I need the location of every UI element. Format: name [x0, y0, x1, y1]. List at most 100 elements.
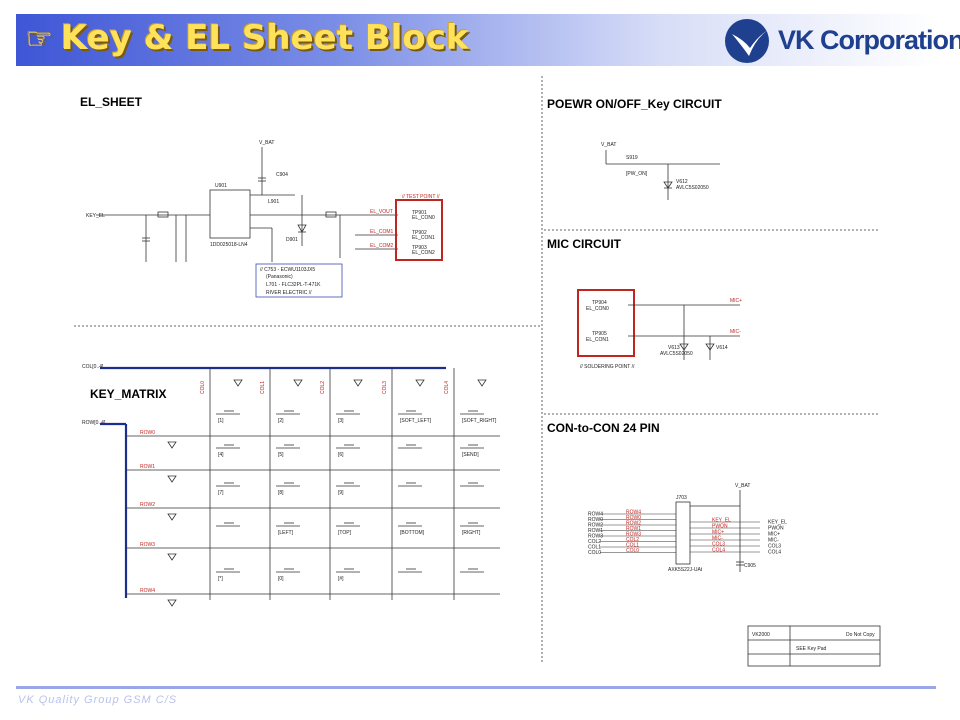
col-diode-icon: [353, 379, 363, 387]
col-diode-icon: [477, 379, 487, 387]
mic-minus-label: MIC-: [730, 329, 741, 335]
con-left-label: ROW0: [588, 517, 603, 523]
con-right-net: COL3: [712, 542, 725, 548]
mic-soldering-label: // SOLDERING POINT //: [580, 364, 635, 370]
key-label: [SOFT_RIGHT]: [462, 418, 497, 424]
el-note-line-3: L701 - FLC32PL-T-471K: [266, 282, 321, 288]
row-diode-icon: [167, 513, 177, 521]
row-label: ROW0: [140, 430, 155, 436]
key-label: [8]: [278, 490, 284, 496]
row-label: ROW1: [140, 464, 155, 470]
con-left-label: ROW3: [588, 534, 603, 540]
el-l901-label: L901: [268, 199, 279, 205]
con-left-net: ROW4: [626, 510, 641, 516]
power-circuit: [605, 150, 720, 200]
key-label: [SEND]: [462, 452, 479, 458]
con-left-net: ROW3: [626, 532, 641, 538]
con-right-label: COL3: [768, 544, 781, 550]
con-left-net: ROW1: [626, 526, 641, 532]
con-right-label: PWON: [768, 526, 784, 532]
con-vbat-label: V_BAT: [735, 483, 750, 489]
con-right-net: KEY_EL: [712, 518, 731, 524]
con-right-net: MIC+: [712, 530, 724, 536]
col-diode-icon: [293, 379, 303, 387]
con-right-net: PWON: [712, 524, 728, 530]
col-label: COL1: [260, 381, 266, 394]
col-label: COL2: [320, 381, 326, 394]
key-matrix-buses: [100, 366, 446, 598]
section-title-con: CON-to-CON 24 PIN: [547, 421, 660, 435]
key-label: [TOP]: [338, 530, 352, 536]
col-diode-icon: [415, 379, 425, 387]
el-vout-label: EL_VOUT: [370, 209, 393, 215]
key-label: [9]: [338, 490, 344, 496]
con-j703-label: J703: [676, 495, 687, 501]
row-bus-label: ROW[0..4]: [82, 420, 106, 426]
el-c904-label: C904: [276, 172, 288, 178]
el-tp902-label: TP902: [412, 230, 427, 236]
company-logo: VK Corporation: [722, 16, 960, 66]
el-test-point-label: // TEST POINT //: [402, 194, 440, 200]
el-tp903-label: TP903: [412, 245, 427, 251]
key-label: [1]: [218, 418, 224, 424]
el-com2-label: EL_COM2: [370, 243, 394, 249]
row-label: ROW3: [140, 542, 155, 548]
mic-diode-label: AVLC5S02050: [660, 351, 693, 357]
power-v612-label: V612: [676, 179, 688, 185]
title-block-circuit: SEE Key Pad: [796, 646, 827, 652]
con-left-label: ROW4: [588, 512, 603, 518]
con-left-net: COL0: [626, 548, 639, 554]
title-block-model: VK2000: [752, 632, 770, 638]
section-title-el-sheet: EL_SHEET: [80, 95, 143, 109]
vk-logo-icon: [725, 19, 769, 63]
key-label: [*]: [218, 576, 223, 582]
mic-con1-label: EL_CON1: [586, 337, 609, 343]
row-label: ROW4: [140, 588, 155, 594]
power-vbat-label: V_BAT: [601, 142, 616, 148]
col-bus-label: COL[0..4]: [82, 364, 104, 370]
el-key-el-label: KEY_EL: [86, 213, 105, 219]
section-title-key-matrix: KEY_MATRIX: [90, 387, 166, 401]
title-block: [747, 625, 881, 667]
key-label: [2]: [278, 418, 284, 424]
con-right-label: KEY_EL: [768, 520, 787, 526]
power-s919-label: S919: [626, 155, 638, 161]
col-diode-icon: [233, 379, 243, 387]
el-con1-label: EL_CON1: [412, 235, 435, 241]
section-title-power: POEWR ON/OFF_Key CIRCUIT: [547, 97, 722, 111]
page-title: ☞Key & EL Sheet Block: [26, 18, 469, 58]
key-label: [3]: [338, 418, 344, 424]
key-label: [0]: [278, 576, 284, 582]
row-diode-icon: [167, 441, 177, 449]
col-label: COL4: [444, 381, 450, 394]
mic-v613-label: V613: [668, 345, 680, 351]
power-pw-on-label: [PW_ON]: [626, 171, 648, 177]
con-right-net: MIC-: [712, 536, 723, 542]
key-label: [#]: [338, 576, 344, 582]
key-label: [7]: [218, 490, 224, 496]
con-left-label: COL1: [588, 545, 601, 551]
el-sheet-circuit: [96, 147, 443, 298]
row-diode-icon: [167, 475, 177, 483]
con-left-label: ROW1: [588, 528, 603, 534]
con-part-label: AXK5S22J-UAt: [668, 567, 703, 573]
el-vbat-label: V_BAT: [259, 140, 274, 146]
con-right-net: COL4: [712, 548, 725, 554]
col-label: COL3: [382, 381, 388, 394]
key-label: [5]: [278, 452, 284, 458]
key-label: [LEFT]: [278, 530, 294, 536]
con-left-net: COL2: [626, 537, 639, 543]
col-label: COL0: [200, 381, 206, 394]
mic-tp905-label: TP905: [592, 331, 607, 337]
row-label: ROW2: [140, 502, 155, 508]
row-diode-icon: [167, 553, 177, 561]
logo-text: VK Corporation: [778, 25, 960, 55]
mic-tp904-label: TP904: [592, 300, 607, 306]
el-con2-label: EL_CON2: [412, 250, 435, 256]
con-right-label: MIC+: [768, 532, 780, 538]
connector-circuit: [675, 490, 744, 572]
power-diode-label: AVLC5S02050: [676, 185, 709, 191]
